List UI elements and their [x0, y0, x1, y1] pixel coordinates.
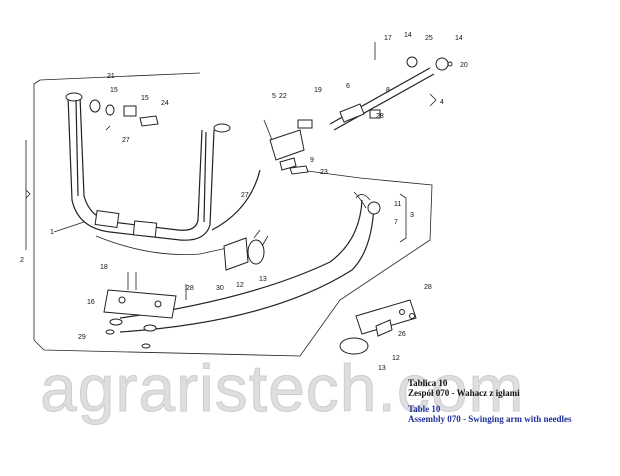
assembly-outline [33, 72, 433, 357]
group-brackets [25, 93, 437, 250]
svg-text:22: 22 [279, 93, 287, 100]
linkage-rod [329, 42, 453, 131]
svg-text:19: 19 [314, 87, 322, 94]
pivot-blocks [263, 119, 313, 175]
svg-text:13: 13 [259, 276, 267, 283]
svg-text:3: 3 [410, 212, 414, 219]
svg-text:6: 6 [346, 83, 350, 90]
svg-text:20: 20 [460, 62, 468, 69]
svg-text:15: 15 [141, 95, 149, 102]
svg-text:21: 21 [107, 73, 115, 80]
svg-text:12: 12 [392, 355, 400, 362]
caption-line-en-title: Table 10 [408, 404, 441, 414]
svg-text:1: 1 [50, 229, 54, 236]
svg-text:16: 16 [87, 299, 95, 306]
svg-text:28: 28 [186, 285, 194, 292]
svg-text:11: 11 [394, 201, 401, 208]
callout-labels: 1 2 3 4 5 6 7 8 9 11 12 12 13 13 14 14 1… [20, 32, 468, 372]
svg-text:4: 4 [440, 99, 444, 106]
svg-text:5: 5 [272, 93, 276, 100]
svg-text:23: 23 [320, 169, 328, 176]
pivot-parts [89, 99, 159, 131]
caption-line-pl-assembly: Zespół 070 - Wahacz z igłami [408, 388, 520, 398]
svg-text:26: 26 [398, 331, 406, 338]
svg-text:8: 8 [386, 87, 390, 94]
svg-text:13: 13 [378, 365, 386, 372]
cable [95, 169, 261, 255]
svg-text:2: 2 [20, 257, 24, 264]
svg-text:24: 24 [161, 100, 169, 107]
svg-text:18: 18 [100, 264, 108, 271]
lower-bracket [103, 272, 187, 319]
washers [105, 318, 157, 349]
svg-text:27: 27 [122, 137, 130, 144]
svg-text:14: 14 [404, 32, 412, 39]
swinging-arm [65, 92, 231, 241]
svg-text:14: 14 [455, 35, 463, 42]
lower-right-parts [339, 299, 417, 355]
svg-text:28: 28 [376, 113, 384, 120]
svg-text:28: 28 [424, 284, 432, 291]
ball-joint [353, 191, 381, 215]
svg-text:25: 25 [425, 35, 433, 42]
table-caption: Tablica 10 Zespół 070 - Wahacz z igłami … [408, 378, 572, 424]
needle-bar [119, 194, 375, 333]
svg-text:12: 12 [236, 282, 244, 289]
svg-text:9: 9 [310, 157, 314, 164]
svg-text:29: 29 [78, 334, 86, 341]
svg-text:15: 15 [110, 87, 118, 94]
svg-text:27: 27 [241, 192, 249, 199]
guide [223, 229, 269, 271]
svg-text:7: 7 [394, 219, 398, 226]
svg-text:17: 17 [384, 35, 392, 42]
caption-line-pl-title: Tablica 10 [408, 378, 448, 388]
svg-text:30: 30 [216, 285, 224, 292]
caption-line-en-assembly: Assembly 070 - Swinging arm with needles [408, 414, 572, 424]
